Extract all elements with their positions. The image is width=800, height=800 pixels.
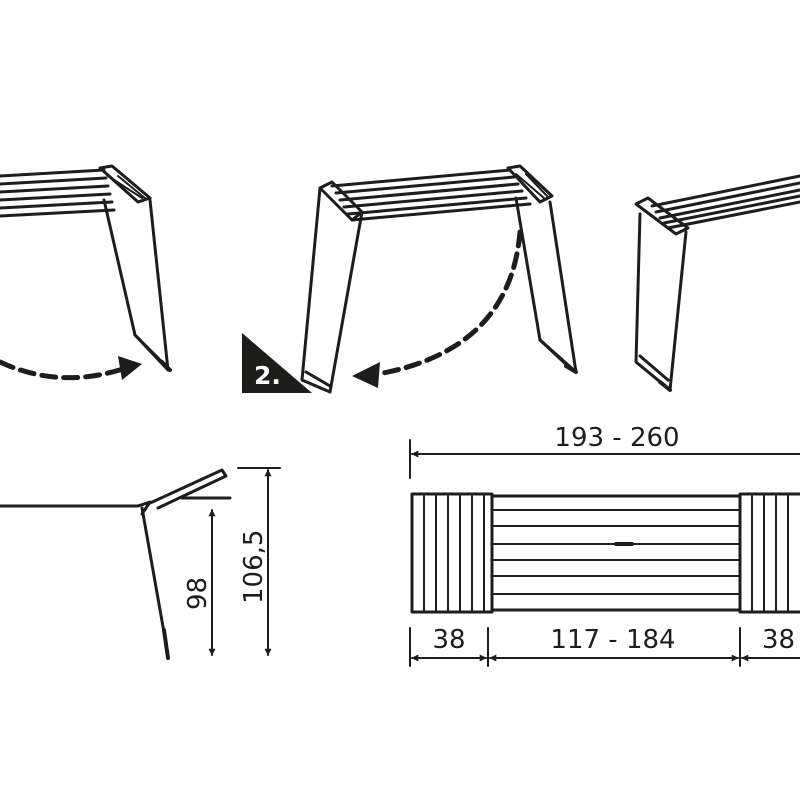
arrow-head-icon (118, 356, 142, 380)
rack-step-2-illustration: 2. (242, 164, 578, 394)
center-rails (492, 494, 742, 612)
step-2-label: 2. (254, 361, 281, 390)
rotation-arrow-1 (0, 359, 129, 381)
center-span-label: 117 - 184 (550, 625, 675, 655)
total-width-label: 193 - 260 (554, 423, 679, 453)
right-wing-label: 38 (762, 625, 795, 655)
right-wing-panel (738, 492, 800, 614)
rack-step-3-illustration (634, 174, 800, 392)
left-wing-panel (410, 492, 494, 614)
rack-step-1-illustration (0, 164, 172, 381)
arrow-head-icon (352, 362, 380, 388)
left-wing-label: 38 (432, 625, 465, 655)
height-open-label: 106,5 (239, 530, 269, 604)
height-closed-label: 98 (183, 577, 213, 610)
step-2-badge: 2. (242, 333, 312, 393)
rotation-arrow-2 (375, 229, 523, 377)
side-view-elevation: 98 106,5 (0, 467, 281, 660)
top-view-plan: 193 - 260 (409, 423, 800, 667)
